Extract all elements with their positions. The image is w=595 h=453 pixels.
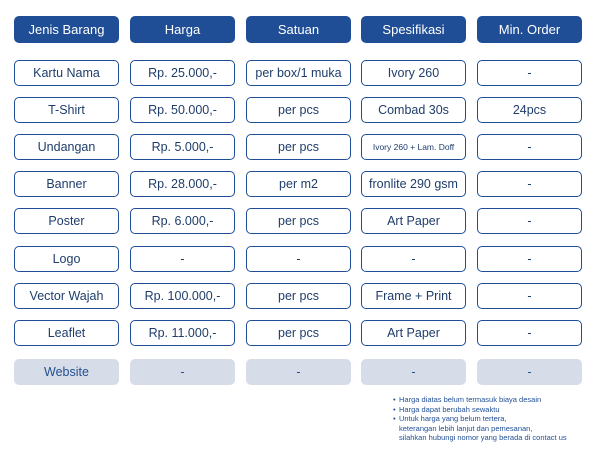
cell-satuan: per pcs bbox=[246, 134, 351, 160]
notes-list: Harga diatas belum termasuk biaya desain… bbox=[393, 395, 567, 443]
cell-min-order: - bbox=[477, 134, 582, 160]
cell-min-order: - bbox=[477, 171, 582, 197]
cell-satuan: per box/1 muka bbox=[246, 60, 351, 86]
note-contact-us: silahkan hubungi nomor yang berada di co… bbox=[399, 433, 567, 442]
cell-spesifikasi: Art Paper bbox=[361, 320, 466, 346]
cell-jenis-barang: Undangan bbox=[14, 134, 119, 160]
cell-jenis-barang: Logo bbox=[14, 246, 119, 272]
cell-satuan: per pcs bbox=[246, 97, 351, 123]
cell-spesifikasi: - bbox=[361, 359, 466, 385]
cell-satuan: per m2 bbox=[246, 171, 351, 197]
cell-spesifikasi: Ivory 260 bbox=[361, 60, 466, 86]
header-min-order: Min. Order bbox=[477, 16, 582, 43]
cell-satuan: - bbox=[246, 246, 351, 272]
cell-harga: Rp. 50.000,- bbox=[130, 97, 235, 123]
cell-harga: Rp. 100.000,- bbox=[130, 283, 235, 309]
header-harga: Harga bbox=[130, 16, 235, 43]
cell-spesifikasi: Ivory 260 + Lam. Doff bbox=[361, 134, 466, 160]
cell-harga: Rp. 5.000,- bbox=[130, 134, 235, 160]
note-price-change: Harga dapat berubah sewaktu bbox=[393, 405, 567, 415]
note-design-cost: Harga diatas belum termasuk biaya desain bbox=[393, 395, 567, 405]
cell-satuan: per pcs bbox=[246, 208, 351, 234]
header-jenis-barang: Jenis Barang bbox=[14, 16, 119, 43]
cell-harga: Rp. 11.000,- bbox=[130, 320, 235, 346]
cell-harga: - bbox=[130, 246, 235, 272]
cell-spesifikasi: - bbox=[361, 246, 466, 272]
cell-satuan: per pcs bbox=[246, 320, 351, 346]
header-spesifikasi: Spesifikasi bbox=[361, 16, 466, 43]
cell-min-order: - bbox=[477, 60, 582, 86]
cell-min-order: - bbox=[477, 246, 582, 272]
cell-jenis-barang: Vector Wajah bbox=[14, 283, 119, 309]
cell-harga: Rp. 25.000,- bbox=[130, 60, 235, 86]
cell-harga: - bbox=[130, 359, 235, 385]
cell-min-order: - bbox=[477, 320, 582, 346]
cell-min-order: - bbox=[477, 359, 582, 385]
cell-satuan: - bbox=[246, 359, 351, 385]
header-satuan: Satuan bbox=[246, 16, 351, 43]
cell-jenis-barang: T-Shirt bbox=[14, 97, 119, 123]
cell-spesifikasi: Combad 30s bbox=[361, 97, 466, 123]
cell-jenis-barang: Kartu Nama bbox=[14, 60, 119, 86]
cell-spesifikasi: fronlite 290 gsm bbox=[361, 171, 466, 197]
cell-jenis-barang: Leaflet bbox=[14, 320, 119, 346]
cell-jenis-barang: Banner bbox=[14, 171, 119, 197]
cell-min-order: - bbox=[477, 283, 582, 309]
note-unlisted-price: Untuk harga yang belum tertera, bbox=[393, 414, 567, 424]
cell-jenis-barang: Poster bbox=[14, 208, 119, 234]
cell-spesifikasi: Frame + Print bbox=[361, 283, 466, 309]
cell-satuan: per pcs bbox=[246, 283, 351, 309]
note-unlisted-price-cont: keterangan lebih lanjut dan pemesanan, bbox=[399, 423, 533, 433]
cell-min-order: 24pcs bbox=[477, 97, 582, 123]
cell-harga: Rp. 28.000,- bbox=[130, 171, 235, 197]
cell-harga: Rp. 6.000,- bbox=[130, 208, 235, 234]
cell-jenis-barang: Website bbox=[14, 359, 119, 385]
cell-min-order: - bbox=[477, 208, 582, 234]
cell-spesifikasi: Art Paper bbox=[361, 208, 466, 234]
